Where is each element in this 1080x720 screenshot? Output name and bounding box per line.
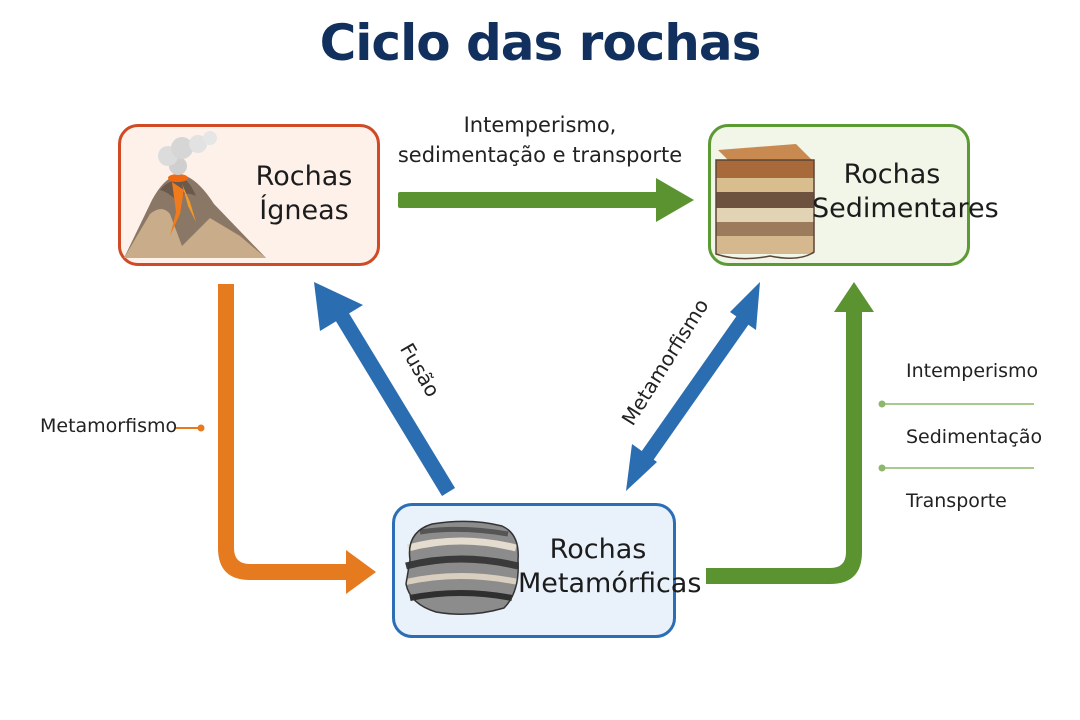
right-list-item-2: Sedimentação bbox=[906, 426, 1043, 448]
label-rochas-metamorficas-line2: Metamórficas bbox=[518, 568, 702, 599]
label-rochas-metamorficas-line1: Rochas bbox=[549, 534, 647, 565]
metamorfismo-left-connector bbox=[176, 424, 205, 432]
label-top-edge: Intemperismo, sedimentação e transporte bbox=[380, 110, 700, 170]
page-title: Ciclo das rochas bbox=[319, 14, 762, 72]
right-process-list: Intemperismo Sedimentação Transporte bbox=[906, 360, 1076, 520]
arrow-igneas-to-metamorficas bbox=[218, 284, 376, 594]
metamorphic-rock-icon bbox=[405, 520, 519, 615]
label-rochas-sedimentares-line1: Rochas bbox=[843, 159, 941, 190]
sedimentary-layers-icon bbox=[715, 144, 815, 260]
label-rochas-igneas: Rochas Ígneas bbox=[236, 160, 372, 228]
volcano-icon bbox=[124, 131, 266, 258]
label-rochas-metamorficas: Rochas Metamórficas bbox=[518, 533, 702, 601]
arrow-sedimentares-metamorficas bbox=[626, 282, 760, 491]
arrow-metamorficas-to-sedimentares bbox=[706, 282, 874, 584]
label-rochas-igneas-line2: Ígneas bbox=[259, 195, 349, 226]
label-top-edge-line2: sedimentação e transporte bbox=[397, 143, 683, 167]
arrow-igneas-to-sedimentares bbox=[398, 178, 694, 222]
arrow-metamorficas-to-igneas bbox=[314, 282, 455, 496]
right-list-separators bbox=[878, 400, 1034, 472]
label-metamorfismo-left: Metamorfismo bbox=[40, 415, 178, 437]
label-rochas-igneas-line1: Rochas bbox=[255, 161, 353, 192]
label-top-edge-line1: Intemperismo, bbox=[463, 113, 617, 137]
right-list-item-1: Intemperismo bbox=[906, 360, 1039, 382]
label-rochas-sedimentares: Rochas Sedimentares bbox=[812, 158, 999, 226]
label-rochas-sedimentares-line2: Sedimentares bbox=[812, 193, 999, 224]
right-list-item-3: Transporte bbox=[906, 490, 1007, 512]
